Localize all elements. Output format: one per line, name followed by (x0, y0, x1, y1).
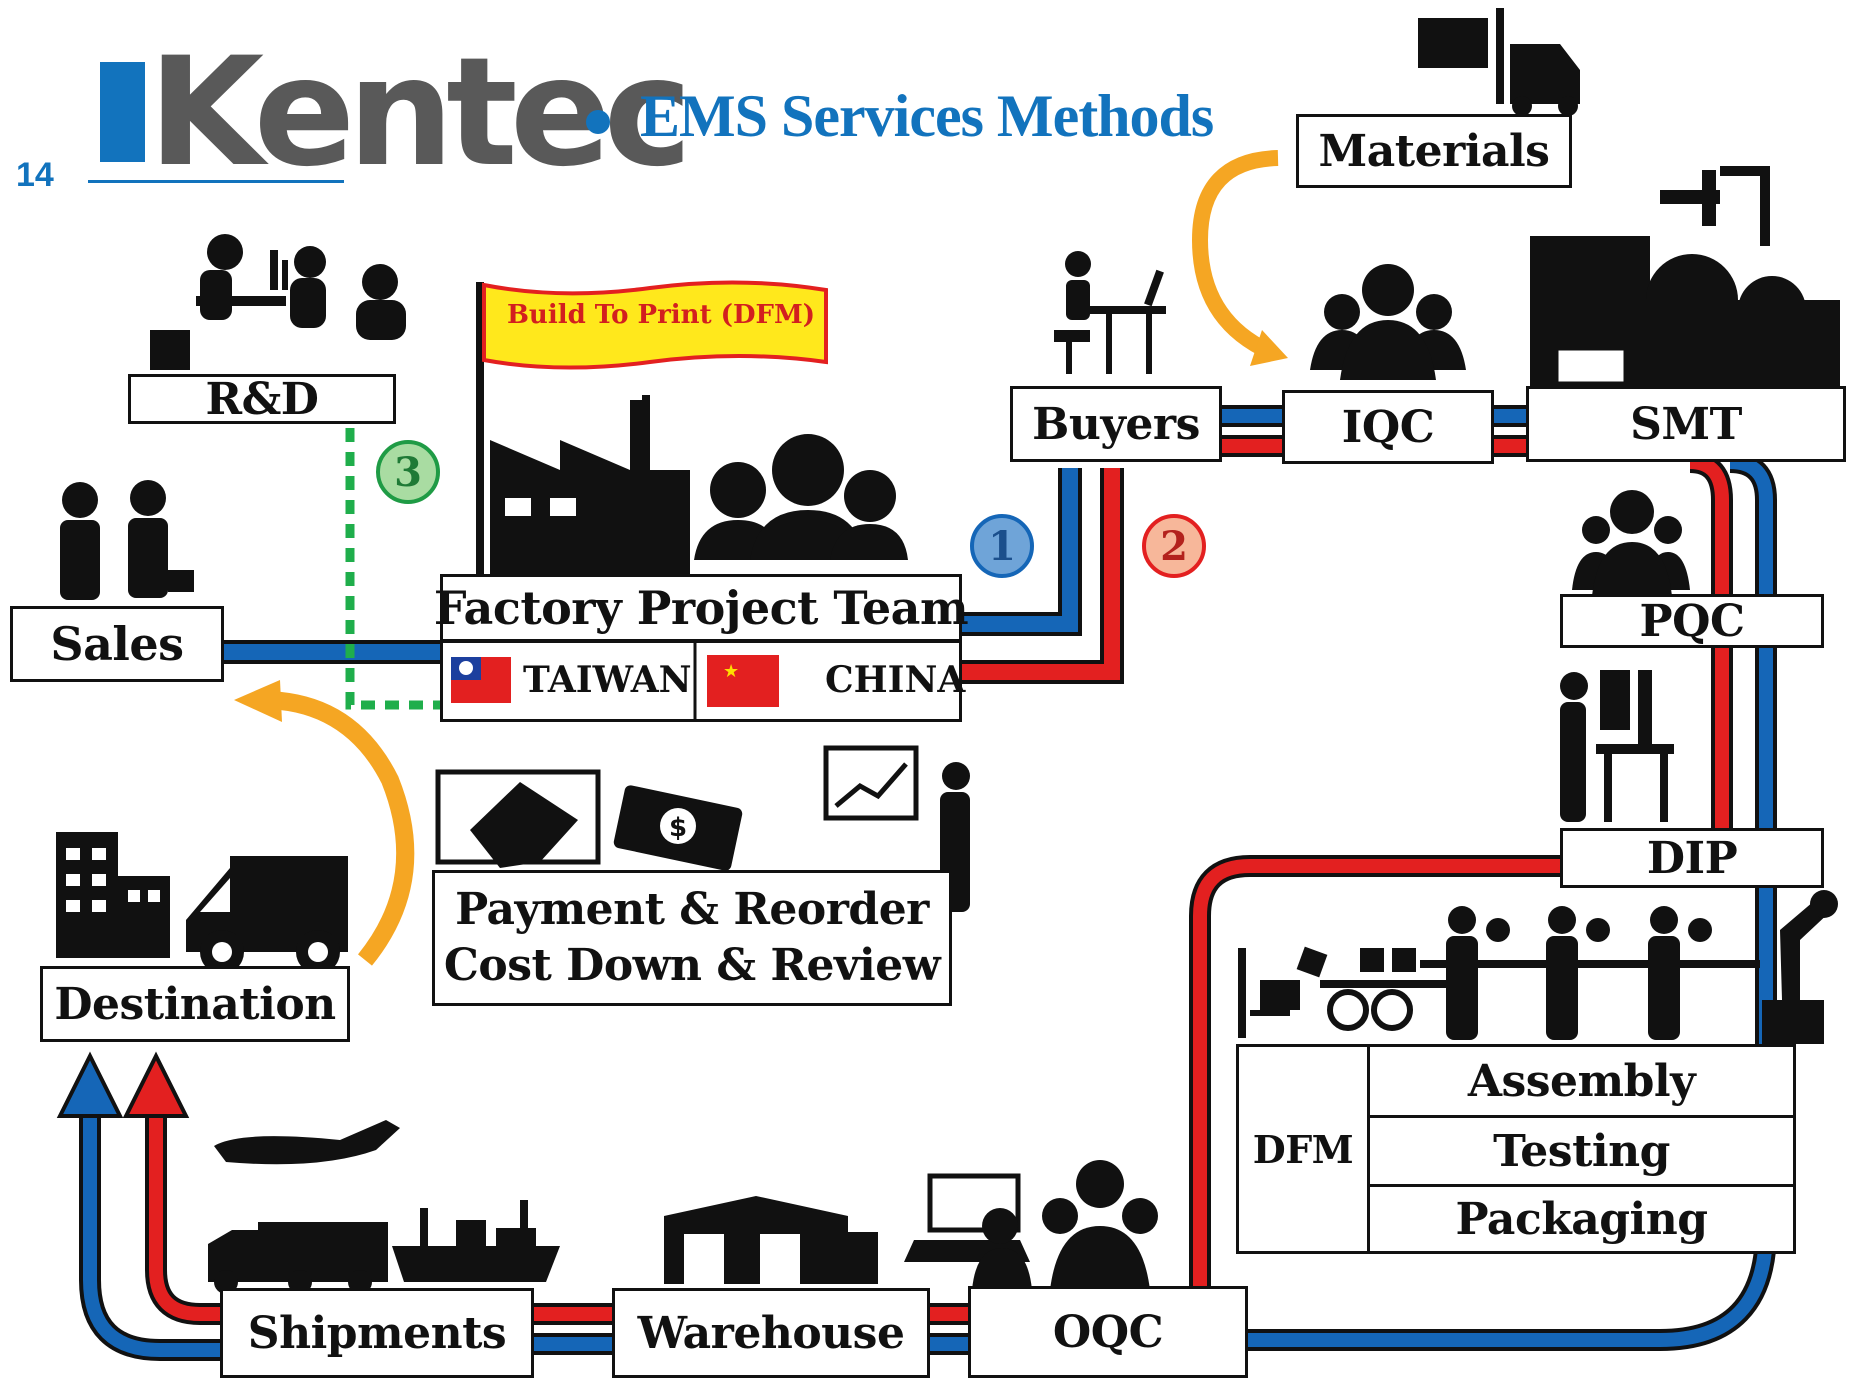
svg-text:$: $ (669, 813, 687, 843)
marker-2: 2 (1142, 514, 1206, 578)
flags-svg: ★ (451, 643, 779, 719)
smt-box: SMT (1526, 386, 1846, 462)
dfm-table: DFM Assembly Testing Packaging (1236, 1044, 1796, 1254)
factory-team-box: Factory Project Team (434, 574, 969, 642)
truck-icon (186, 856, 348, 974)
sales-box: Sales (10, 606, 224, 682)
header-underline (88, 180, 344, 183)
china-flag-icon: ★ (707, 655, 779, 707)
logo-dot (586, 110, 610, 134)
presentation-icon (823, 745, 970, 912)
destination-box: Destination (40, 966, 350, 1042)
materials-box: Materials (1296, 114, 1572, 188)
robot-arm-icon (1762, 890, 1838, 1044)
smt-machine-icon (1530, 166, 1840, 387)
drill-press-icon (1560, 670, 1674, 822)
ship-icon (392, 1200, 560, 1282)
testing-cell: Testing (1367, 1115, 1796, 1187)
assembly-line-icon (1238, 906, 1760, 1040)
money-icon: $ (613, 785, 743, 871)
marker-1: 1 (970, 514, 1034, 578)
iqc-box: IQC (1282, 390, 1494, 464)
team-icon (694, 434, 908, 560)
china-label: CHINA (825, 659, 966, 701)
dfm-label: DFM (1236, 1044, 1370, 1254)
page-number: 14 (16, 156, 54, 194)
logo-bar (100, 62, 145, 162)
pqc-box: PQC (1560, 594, 1824, 648)
warehouse-icon (664, 1196, 878, 1284)
dip-box: DIP (1560, 828, 1824, 888)
payment-line-2: Cost Down & Review (443, 940, 941, 991)
marker-3: 3 (376, 440, 440, 504)
page-title: EMS Services Methods (640, 83, 1214, 149)
flag-icon (476, 280, 828, 582)
payment-box: Payment & Reorder Cost Down & Review (432, 870, 952, 1006)
shipments-box: Shipments (220, 1288, 534, 1378)
city-icon (56, 832, 170, 958)
flag-banner-text: Build To Print (DFM) (506, 300, 816, 330)
warehouse-box: Warehouse (612, 1288, 930, 1378)
forklift-icon (1418, 8, 1580, 116)
taiwan-flag-icon (451, 657, 511, 703)
svg-text:★: ★ (723, 661, 739, 682)
country-row: ★ TAIWAN CHINA (440, 640, 966, 722)
packaging-cell: Packaging (1367, 1184, 1796, 1254)
factory-icon (490, 395, 690, 580)
assembly-cell: Assembly (1367, 1044, 1796, 1118)
pqc-workers-icon (1572, 490, 1690, 596)
lab-icon (150, 234, 406, 370)
oqc-box: OQC (968, 1286, 1248, 1378)
plane-icon (214, 1120, 400, 1165)
sales-people-icon (60, 480, 194, 600)
buyers-box: Buyers (1010, 386, 1222, 462)
buyer-icon (1054, 251, 1166, 374)
inspector-icon (904, 1160, 1158, 1290)
workers-icon (1310, 264, 1466, 380)
rd-box: R&D (128, 374, 396, 425)
handshake-icon (435, 769, 601, 868)
payment-line-1: Payment & Reorder (455, 884, 929, 935)
shipping-truck-icon (208, 1222, 388, 1294)
taiwan-label: TAIWAN (523, 659, 692, 701)
